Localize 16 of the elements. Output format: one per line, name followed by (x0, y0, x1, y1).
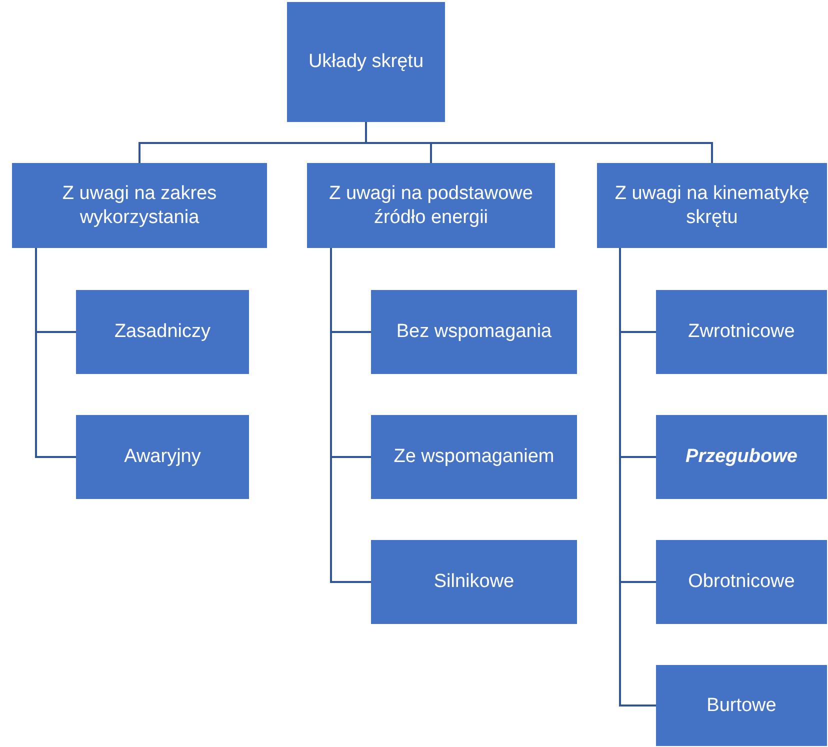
category-box: Zwrotnicowe (656, 290, 827, 374)
category-box: Awaryjny (76, 415, 249, 499)
connector-line (330, 248, 371, 583)
category-box: Zasadniczy (76, 290, 249, 374)
category-box: Bez wspomagania (371, 290, 577, 374)
category-box: Z uwagi na kinematykę skrętu (597, 163, 827, 248)
category-box: Burtowe (656, 665, 827, 746)
category-box: Z uwagi na zakres wykorzystania (12, 163, 267, 248)
connector-line (35, 248, 76, 458)
category-box: Z uwagi na podstawowe źródło energii (307, 163, 555, 248)
category-box: Obrotnicowe (656, 540, 827, 624)
category-box: Przegubowe (656, 415, 827, 499)
category-box: Ze wspomaganiem (371, 415, 577, 499)
category-box: Układy skrętu (287, 2, 445, 122)
category-box: Silnikowe (371, 540, 577, 624)
connector-line (365, 122, 713, 163)
